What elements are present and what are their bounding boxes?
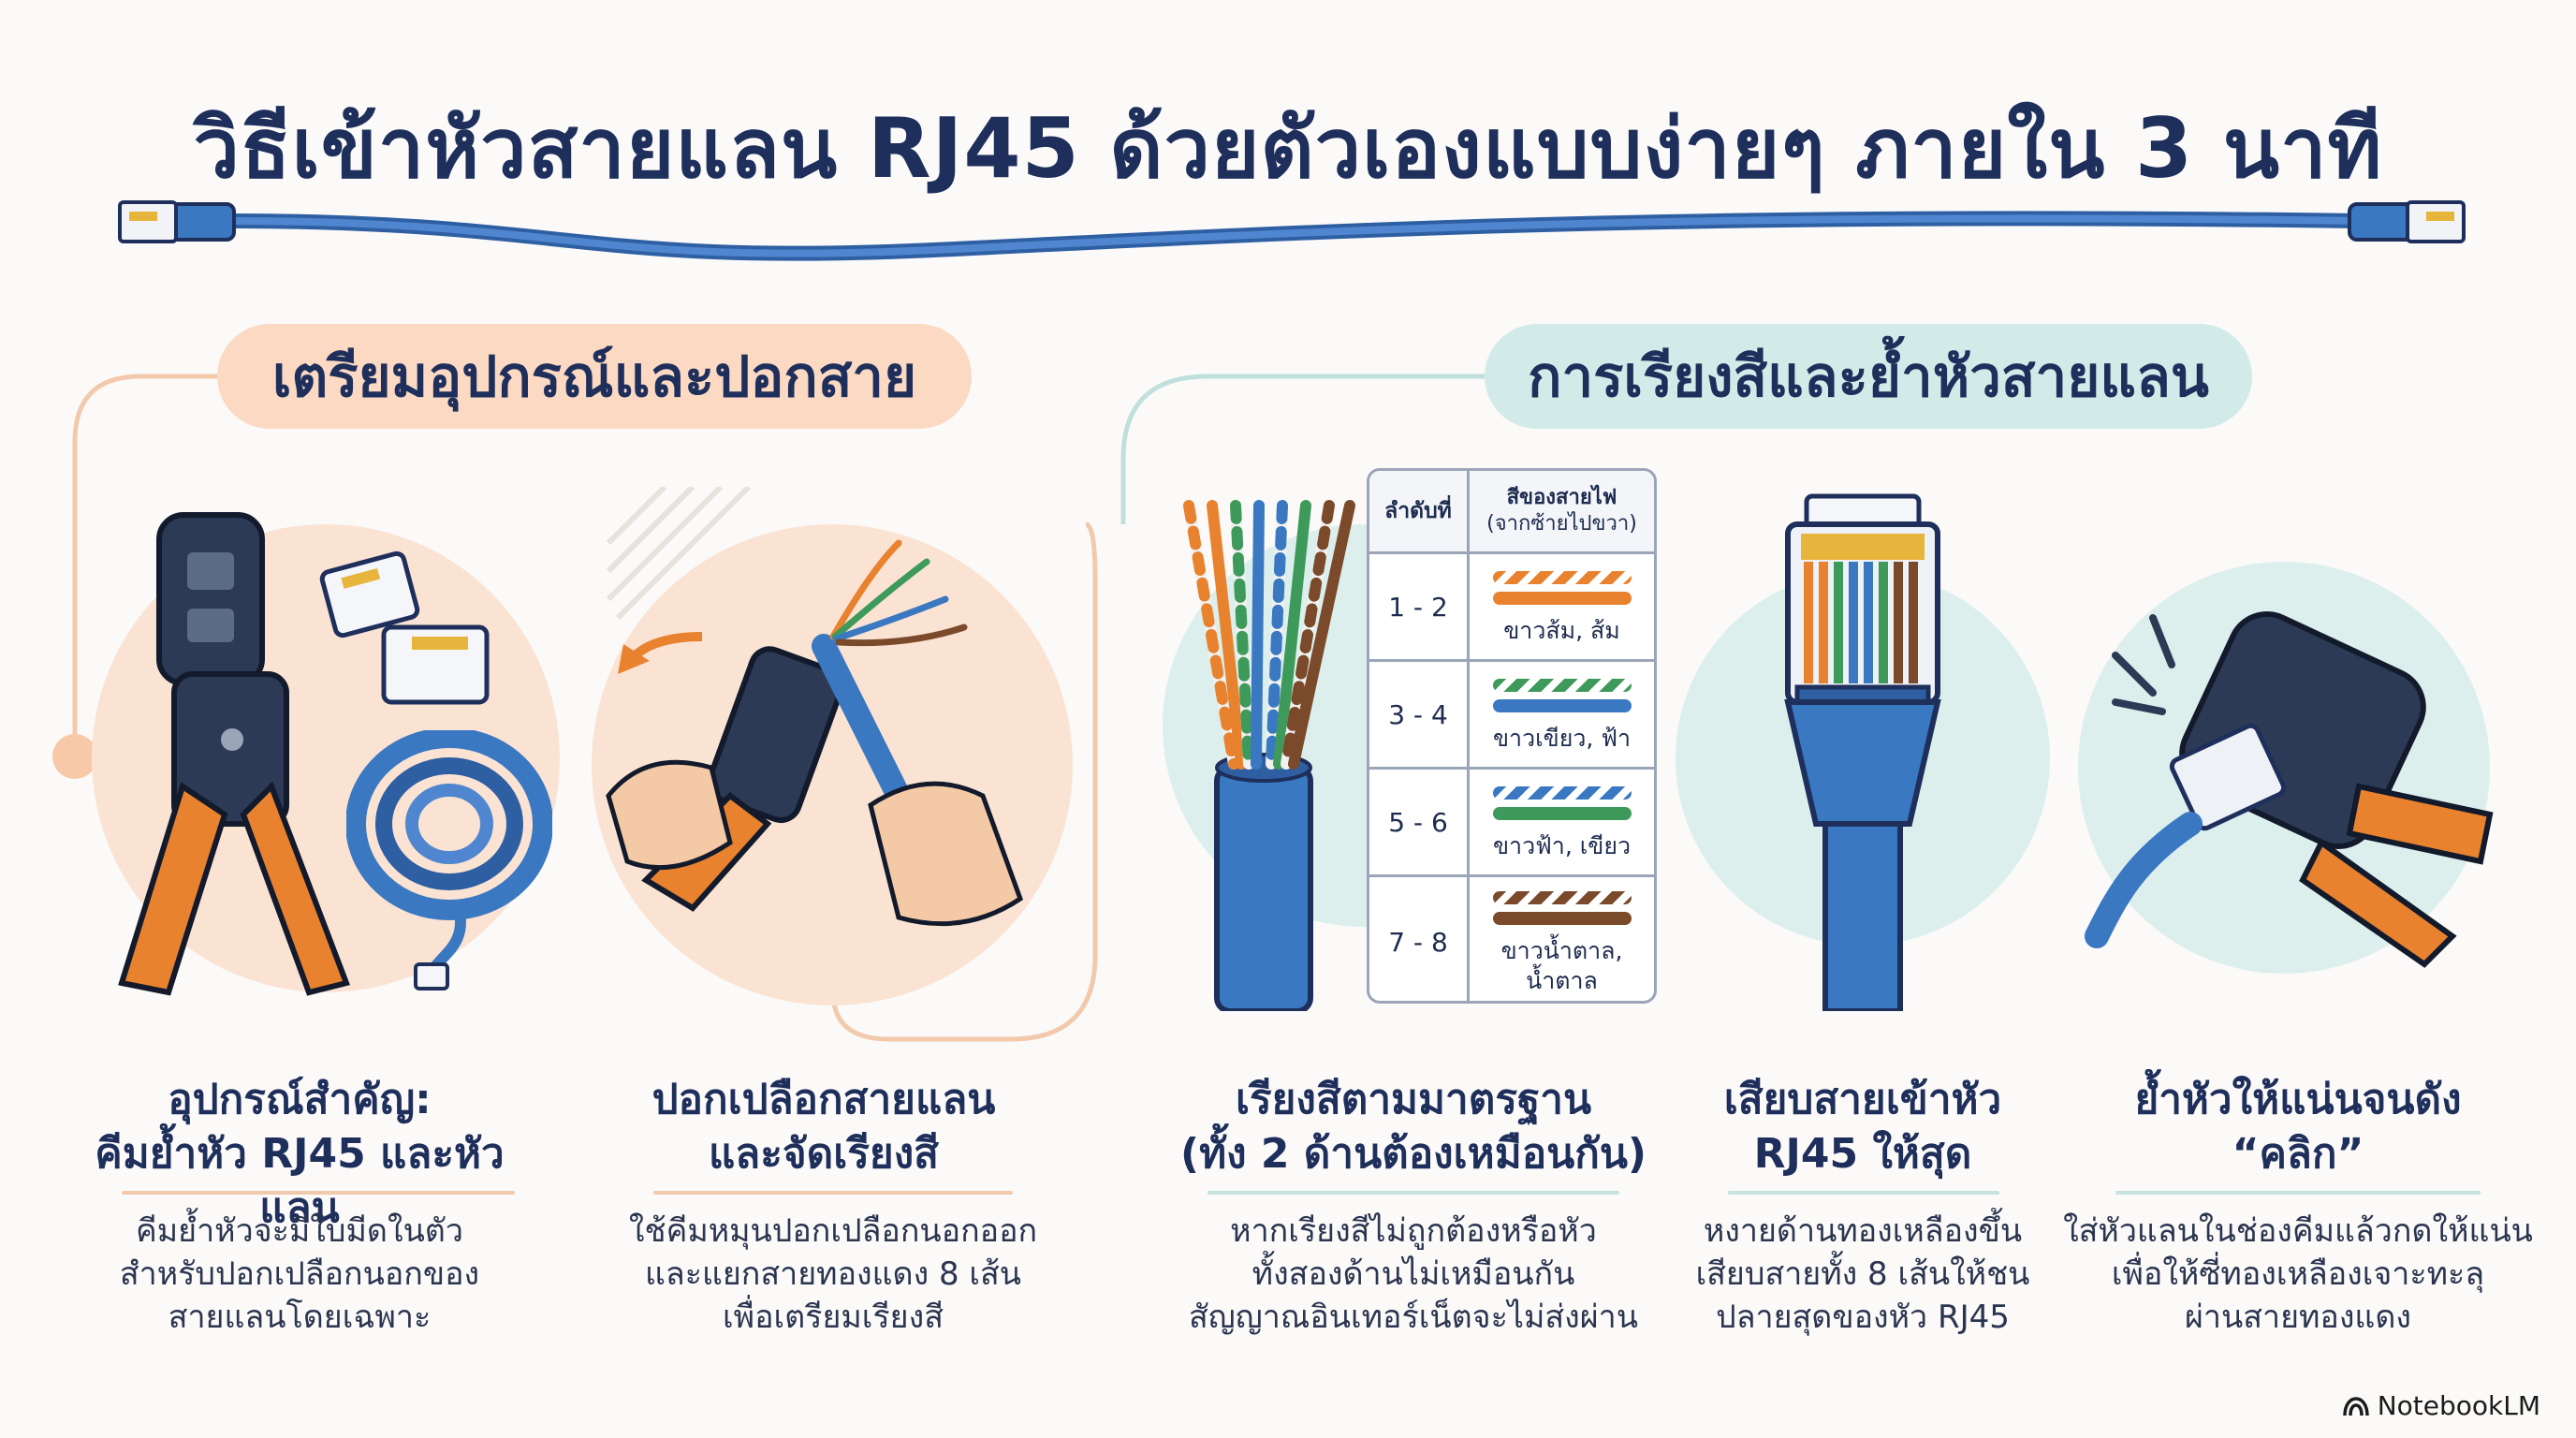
step4-description: หงายด้านทองเหลืองขึ้น เสียบสายทั้ง 8 เส้…: [1676, 1210, 2050, 1339]
wire-color-name: ขาวน้ำตาล, น้ำตาล: [1501, 936, 1623, 996]
solid-wire-swatch: [1492, 912, 1632, 925]
page-title: วิธีเข้าหัวสายแลน RJ45 ด้วยตัวเองแบบง่าย…: [193, 100, 2383, 197]
stripping-cable-illustration: [606, 487, 1024, 927]
section-prepare-pill: เตรียมอุปกรณ์และปอกสาย: [217, 324, 972, 429]
color-order-table: ลำดับที่ สีของสายไฟ (จากซ้ายไปขวา) 1 - 2…: [1367, 468, 1657, 1004]
step3-divider: [1208, 1191, 1619, 1195]
crimper-tool-illustration: [118, 512, 351, 996]
pin-number: 5 - 6: [1369, 770, 1470, 874]
step2-description: ใช้คีมหมุนปอกเปลือกนอกออก และแยกสายทองแด…: [580, 1210, 1086, 1339]
order-column-header: ลำดับที่: [1369, 471, 1470, 551]
table-row: 3 - 4 ขาวเขียว, ฟ้า: [1369, 662, 1654, 770]
table-row: 7 - 8 ขาวน้ำตาล, น้ำตาล: [1369, 877, 1654, 1001]
pin-number: 1 - 2: [1369, 554, 1470, 659]
step5-divider: [2115, 1191, 2481, 1195]
step1-description: คีมย้ำหัวจะมีใบมีดในตัว สำหรับปอกเปลือกน…: [56, 1210, 543, 1339]
step1-desc-line-3: สายแลนโดยเฉพาะ: [168, 1299, 432, 1336]
wire-color-name: ขาวฟ้า, เขียว: [1492, 832, 1632, 859]
brand-watermark: NotebookLM: [2342, 1390, 2540, 1421]
table-header: ลำดับที่ สีของสายไฟ (จากซ้ายไปขวา): [1369, 471, 1654, 554]
step3-title: เรียงสีตามมาตรฐาน (ทั้ง 2 ด้านต้องเหมือน…: [1161, 1073, 1666, 1181]
step4-desc-line-1: หงายด้านทองเหลืองขึ้น: [1703, 1212, 2023, 1250]
step3-title-line-1: เรียงสีตามมาตรฐาน: [1235, 1076, 1592, 1123]
step4-title-line-1: เสียบสายเข้าหัว: [1723, 1076, 2002, 1123]
step4-desc-line-3: ปลายสุดของหัว RJ45: [1716, 1299, 2010, 1336]
step1-divider: [122, 1191, 515, 1195]
notebooklm-logo-icon: [2342, 1396, 2369, 1416]
solid-wire-swatch: [1492, 592, 1632, 605]
table-row: 5 - 6 ขาวฟ้า, เขียว: [1369, 770, 1654, 877]
step2-title-line-2: และจัดเรียงสี: [708, 1130, 940, 1178]
step3-desc-line-3: สัญญาณอินเทอร์เน็ตจะไม่ส่งผ่าน: [1189, 1299, 1638, 1336]
wire-color-name-line-2: น้ำตาล: [1526, 967, 1598, 994]
step4-desc-line-2: เสียบสายทั้ง 8 เส้นให้ชน: [1695, 1255, 2030, 1293]
step3-desc-line-2: ทั้งสองด้านไม่เหมือนกัน: [1251, 1255, 1575, 1293]
step3-description: หากเรียงสีไม่ถูกต้องหรือหัว ทั้งสองด้านไ…: [1151, 1210, 1676, 1339]
table-row: 1 - 2 ขาวส้ม, ส้ม: [1369, 554, 1654, 662]
step5-desc-line-1: ใส่หัวแลนในช่องคีมแล้วกดให้แน่น: [2063, 1212, 2533, 1250]
fanned-wires-illustration: [1183, 500, 1355, 1011]
step1-title: อุปกรณ์สำคัญ: คีมย้ำหัว RJ45 และหัวแลน: [56, 1073, 543, 1236]
step2-title: ปอกเปลือกสายแลน และจัดเรียงสี: [599, 1073, 1048, 1181]
step4-title-line-2: RJ45 ให้สุด: [1753, 1130, 1972, 1178]
striped-wire-swatch: [1492, 786, 1632, 800]
color-header-line-1: สีของสายไฟ: [1506, 486, 1617, 509]
step1-title-line-1: อุปกรณ์สำคัญ:: [168, 1076, 432, 1123]
rj45-connectors-illustration: [319, 550, 490, 705]
step2-desc-line-2: และแยกสายทองแดง 8 เส้น: [644, 1255, 1022, 1293]
crimping-illustration: [2085, 611, 2494, 968]
wire-color-name: ขาวเขียว, ฟ้า: [1492, 725, 1632, 752]
striped-wire-swatch: [1492, 571, 1632, 584]
striped-wire-swatch: [1492, 679, 1632, 692]
step2-divider: [653, 1191, 1013, 1195]
rj45-plug-illustration: [1784, 493, 1941, 1011]
step5-desc-line-3: ผ่านสายทองแดง: [2184, 1299, 2412, 1336]
cable-coil-illustration: [346, 730, 552, 990]
hero-cable-illustration: [118, 200, 2466, 261]
wire-color-name-line-1: ขาวน้ำตาล,: [1500, 937, 1623, 964]
step3-desc-line-1: หากเรียงสีไม่ถูกต้องหรือหัว: [1230, 1212, 1597, 1250]
solid-wire-swatch: [1492, 807, 1632, 820]
step5-title-line-2: “คลิก”: [2232, 1130, 2364, 1178]
wire-color-name: ขาวส้ม, ส้ม: [1503, 617, 1620, 644]
step1-desc-line-2: สำหรับปอกเปลือกนอกของ: [119, 1255, 480, 1293]
color-column-header: สีของสายไฟ (จากซ้ายไปขวา): [1470, 471, 1654, 551]
section-arrange-pill: การเรียงสีและย้ำหัวสายแลน: [1485, 324, 2252, 429]
step4-divider: [1728, 1191, 1999, 1195]
step2-desc-line-3: เพื่อเตรียมเรียงสี: [723, 1299, 944, 1336]
step5-desc-line-2: เพื่อให้ซี่ทองเหลืองเจาะทะลุ: [2111, 1255, 2485, 1293]
solid-wire-swatch: [1492, 699, 1632, 712]
step5-title: ย้ำหัวให้แน่นจนดัง “คลิก”: [2078, 1073, 2518, 1181]
step2-title-line-1: ปอกเปลือกสายแลน: [651, 1076, 996, 1123]
pin-number: 7 - 8: [1369, 877, 1470, 1001]
color-header-line-2: (จากซ้ายไปขวา): [1486, 512, 1637, 536]
step1-desc-line-1: คีมย้ำหัวจะมีใบมีดในตัว: [136, 1212, 463, 1250]
step5-title-line-1: ย้ำหัวให้แน่นจนดัง: [2134, 1076, 2462, 1123]
pin-number: 3 - 4: [1369, 662, 1470, 767]
step5-description: ใส่หัวแลนในช่องคีมแล้วกดให้แน่น เพื่อให้…: [2059, 1210, 2537, 1339]
striped-wire-swatch: [1492, 891, 1632, 904]
step4-title: เสียบสายเข้าหัว RJ45 ให้สุด: [1685, 1073, 2041, 1181]
brand-name: NotebookLM: [2377, 1390, 2540, 1421]
step2-desc-line-1: ใช้คีมหมุนปอกเปลือกนอกออก: [628, 1212, 1038, 1250]
step3-title-line-2: (ทั้ง 2 ด้านต้องเหมือนกัน): [1179, 1130, 1647, 1178]
